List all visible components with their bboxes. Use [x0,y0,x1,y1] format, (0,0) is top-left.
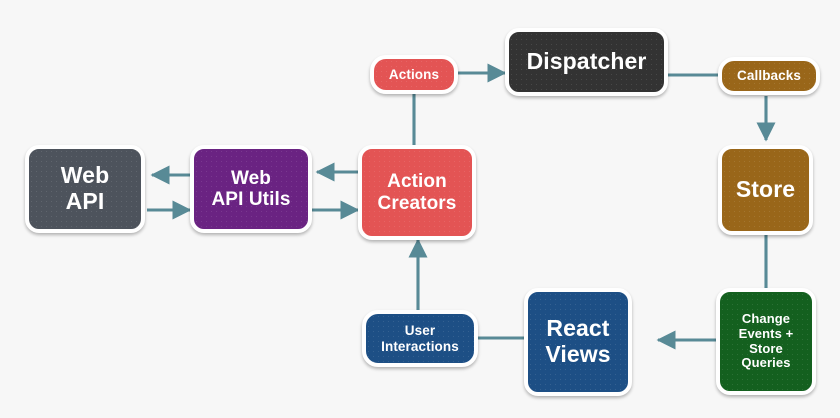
node-store[interactable]: Store [718,145,813,235]
node-action-creators-label: Action Creators [377,171,457,214]
node-actions[interactable]: Actions [370,55,458,94]
node-dispatcher[interactable]: Dispatcher [505,28,668,96]
node-user-interactions[interactable]: User Interactions [362,310,478,367]
node-dispatcher-label: Dispatcher [526,48,647,75]
node-callbacks[interactable]: Callbacks [718,57,820,95]
node-change-events-store-queries[interactable]: Change Events + Store Queries [716,288,816,395]
node-web-api-label: Web API [60,162,110,214]
node-action-creators[interactable]: Action Creators [358,145,476,240]
node-react-views[interactable]: React Views [524,288,632,396]
node-store-label: Store [735,176,796,203]
node-web-api-utils[interactable]: Web API Utils [190,145,312,233]
node-user-interactions-label: User Interactions [381,323,459,354]
node-web-api[interactable]: Web API [25,145,145,233]
node-web-api-utils-label: Web API Utils [211,167,291,210]
node-react-views-label: React Views [545,315,611,367]
node-change-events-store-queries-label: Change Events + Store Queries [738,311,794,371]
node-actions-label: Actions [388,66,440,82]
node-callbacks-label: Callbacks [737,68,801,84]
